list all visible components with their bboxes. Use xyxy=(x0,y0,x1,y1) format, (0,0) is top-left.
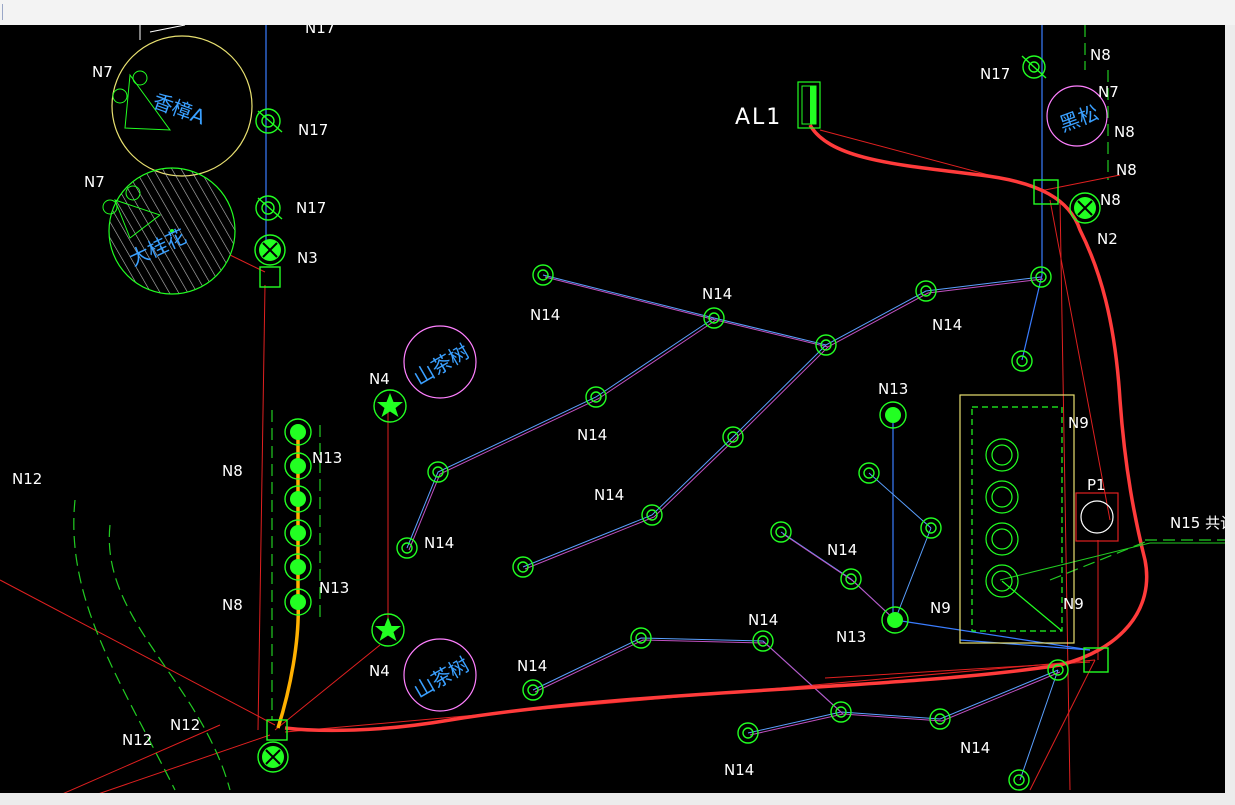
n13-nodes[interactable] xyxy=(284,401,909,634)
label-n13: N13 xyxy=(319,579,349,597)
label-n14: N14 xyxy=(424,534,454,552)
tree-guihua: 大桂花 xyxy=(102,167,236,295)
labels: AL1 P1 N15 共计 N7 N7 N7 N17 N17 N17 N3 N2… xyxy=(12,46,1225,779)
junction-boxes[interactable] xyxy=(259,179,1109,741)
label-n17: N17 xyxy=(298,121,328,139)
right-scrollbar[interactable] xyxy=(1225,25,1235,793)
tree-shancha-1: 山茶树 xyxy=(403,325,477,399)
label-p1: P1 xyxy=(1087,476,1106,494)
n9-fixture-group xyxy=(959,394,1075,644)
tree-shancha-2: 山茶树 xyxy=(403,638,477,712)
label-n4: N4 xyxy=(369,662,390,680)
label-n4: N4 xyxy=(369,370,390,388)
top-toolbar xyxy=(0,0,1235,25)
label-n8: N8 xyxy=(222,596,243,614)
label-n15: N15 共计 xyxy=(1170,514,1225,532)
label-n14: N14 xyxy=(960,739,990,757)
label-n14: N14 xyxy=(577,426,607,444)
label-n13: N13 xyxy=(878,380,908,398)
blue-wiring xyxy=(265,25,1091,651)
label-n9: N9 xyxy=(930,599,951,617)
tree-label: 山茶树 xyxy=(410,339,474,390)
main-cable-route xyxy=(284,124,1149,733)
n4-stars[interactable] xyxy=(371,389,407,647)
label-n17: N17 xyxy=(305,25,335,37)
label-n12: N12 xyxy=(12,470,42,488)
ring-nodes[interactable] xyxy=(255,55,1069,791)
label-n13: N13 xyxy=(312,449,342,467)
label-n8: N8 xyxy=(1090,46,1111,64)
distribution-box-al1[interactable] xyxy=(797,81,821,129)
label-n12: N12 xyxy=(170,716,200,734)
label-n14: N14 xyxy=(530,306,560,324)
p1-box[interactable] xyxy=(1075,492,1119,542)
bottom-scrollbar[interactable] xyxy=(0,793,1235,805)
label-n7: N7 xyxy=(92,63,113,81)
drawing-svg[interactable]: 香樟A 大桂花 山茶树 山茶树 黑松 xyxy=(0,25,1225,793)
x-lamps[interactable] xyxy=(254,192,1101,773)
cad-canvas[interactable]: 香樟A 大桂花 山茶树 山茶树 黑松 xyxy=(0,25,1225,793)
label-n14: N14 xyxy=(594,486,624,504)
label-n14: N14 xyxy=(827,541,857,559)
label-n17: N17 xyxy=(296,199,326,217)
tree-label: 黑松 xyxy=(1056,100,1102,136)
tree-label: 香樟A xyxy=(150,89,209,130)
dashed-arcs xyxy=(73,25,1225,791)
label-n14: N14 xyxy=(932,316,962,334)
label-n9: N9 xyxy=(1063,595,1084,613)
label-n3: N3 xyxy=(297,249,318,267)
tree-heisong: 黑松 xyxy=(1046,85,1108,147)
label-n7: N7 xyxy=(1098,83,1119,101)
label-n14: N14 xyxy=(702,285,732,303)
label-al1: AL1 xyxy=(735,105,782,130)
label-n2: N2 xyxy=(1097,230,1118,248)
label-n12: N12 xyxy=(122,731,152,749)
label-n8: N8 xyxy=(222,462,243,480)
label-n14: N14 xyxy=(724,761,754,779)
label-n14: N14 xyxy=(748,611,778,629)
label-n7: N7 xyxy=(84,173,105,191)
tree-xiangzhang: 香樟A xyxy=(111,35,253,177)
tree-label: 山茶树 xyxy=(410,652,474,703)
toolbar-marker xyxy=(2,4,3,20)
label-n8: N8 xyxy=(1100,191,1121,209)
tree-network xyxy=(406,274,1061,781)
label-n8: N8 xyxy=(1116,161,1137,179)
label-n17: N17 xyxy=(980,65,1010,83)
label-n8: N8 xyxy=(1114,123,1135,141)
label-n9: N9 xyxy=(1068,414,1089,432)
label-n13: N13 xyxy=(836,628,866,646)
label-n14: N14 xyxy=(517,657,547,675)
